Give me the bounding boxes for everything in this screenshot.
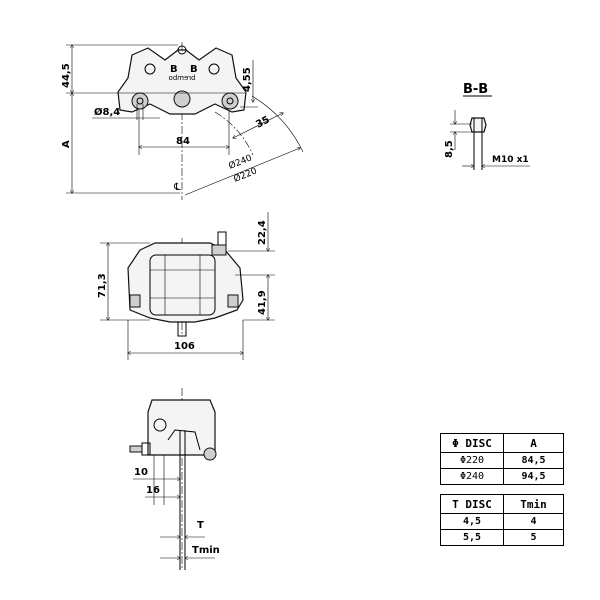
dim-16: 16: [146, 485, 160, 496]
front-view: 71,3 22,4 41,9 106: [97, 212, 275, 360]
table-row: 5,5 5: [440, 529, 564, 546]
cell: Φ220: [440, 452, 504, 469]
header-a: A: [503, 433, 564, 453]
cell: 84,5: [503, 452, 564, 469]
disc-thickness-table: T DISC Tmin 4,5 4 5,5 5: [440, 494, 564, 546]
dim-44-5: 44,5: [61, 63, 72, 88]
dim-10: 10: [134, 467, 148, 478]
dim-hole-diameter: Ø8,4: [94, 106, 120, 118]
piston-bleed: [173, 90, 191, 108]
thread-size: M10 x1: [492, 155, 529, 165]
dim-106: 106: [174, 341, 195, 352]
cell: 4,5: [440, 513, 504, 530]
table-row: 4,5 4: [440, 513, 564, 530]
bleed-nipple: [211, 244, 227, 256]
dim-4-55: 4,55: [242, 67, 253, 92]
dim-22-4: 22,4: [257, 220, 268, 245]
side-view: 10 16 T Tmin: [129, 388, 220, 570]
header-disc: Φ DISC: [440, 433, 504, 453]
header-t-disc: T DISC: [440, 494, 504, 514]
disc-arc-inner: [214, 111, 254, 156]
centre-symbol: ℄: [173, 182, 181, 193]
bleed-screw: [203, 447, 217, 461]
dim-84: 84: [176, 136, 190, 147]
caliper-front-body: [127, 242, 244, 323]
cell: Φ240: [440, 468, 504, 485]
cell: 94,5: [503, 468, 564, 485]
dim-t: T: [197, 520, 204, 531]
section-mark-right: B: [190, 64, 198, 75]
cell: 5: [503, 529, 564, 546]
mount-hole-left: [131, 92, 149, 110]
cell: 4: [503, 513, 564, 530]
table-row: Φ220 84,5: [440, 452, 564, 469]
cell: 5,5: [440, 529, 504, 546]
caliper-side-body: [147, 399, 216, 456]
section-mark-left: B: [170, 64, 178, 75]
dim-8-5: 8,5: [444, 140, 455, 158]
top-view: B B brembo 44,5 A Ø8,4 84 4,55 35 Ø240 Ø…: [61, 42, 304, 200]
bleed-hole-section: [469, 117, 487, 133]
table-row: Φ240 94,5: [440, 468, 564, 485]
dim-tmin: Tmin: [192, 545, 220, 556]
brand-logo: brembo: [168, 74, 195, 82]
section-title: B-B: [463, 82, 488, 97]
header-tmin: Tmin: [503, 494, 564, 514]
disc-diameter-table: Φ DISC A Φ220 84,5 Φ240 94,5: [440, 433, 564, 485]
dim-71-3: 71,3: [97, 273, 108, 298]
mount-hole-right: [221, 92, 239, 110]
section-bb: B-B 8,5 M10 x1: [444, 82, 530, 170]
dim-35: 35: [254, 114, 271, 130]
dim-a: A: [61, 140, 72, 148]
dim-41-9: 41,9: [257, 290, 268, 315]
